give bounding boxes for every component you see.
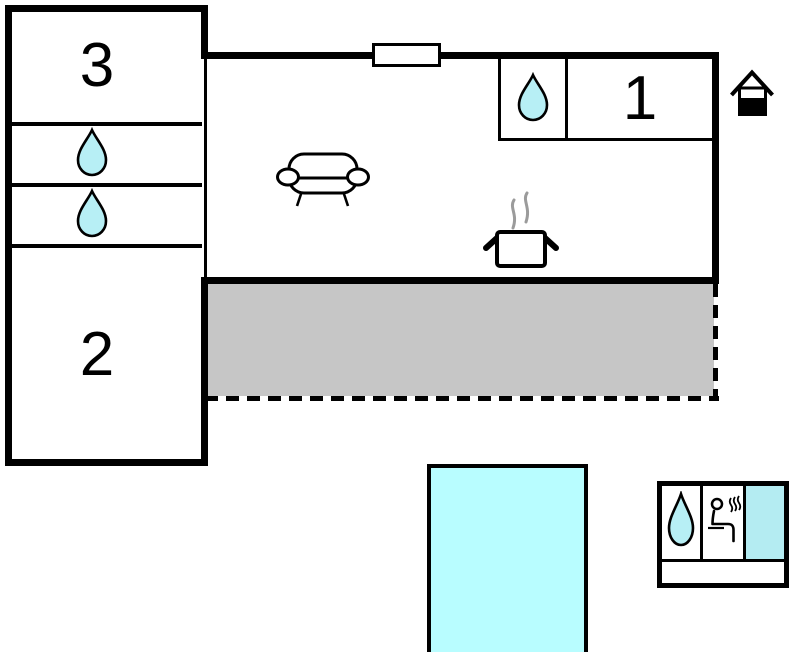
bathroom-1-water-drop-icon bbox=[75, 127, 109, 179]
spa-water-drop-icon bbox=[666, 491, 696, 549]
window bbox=[372, 43, 441, 67]
left-wing-right-wall-top bbox=[201, 5, 208, 59]
sauna-steam-line bbox=[728, 497, 734, 513]
divider-bath-room2 bbox=[12, 244, 202, 248]
spa-pool-cell bbox=[746, 486, 784, 559]
swimming-pool bbox=[427, 464, 588, 652]
sauna-icon bbox=[706, 491, 742, 553]
room1-bathroom-water-drop-icon bbox=[516, 72, 550, 124]
spa-divider-1 bbox=[700, 486, 703, 559]
sauna-steam-line bbox=[736, 495, 742, 511]
terrace-dashed-right-edge bbox=[713, 284, 718, 401]
sauna-steam-line bbox=[732, 496, 738, 512]
left-wing-outline bbox=[5, 5, 208, 466]
spa-horizontal-divider bbox=[662, 559, 784, 562]
room1-bottom-wall bbox=[498, 138, 715, 141]
terrace-dashed-bottom-edge bbox=[205, 396, 719, 401]
left-wing-right-wall-middle bbox=[204, 59, 207, 277]
living-room-top-wall bbox=[201, 52, 719, 59]
sofa-icon bbox=[276, 151, 370, 209]
room1-bath-divider bbox=[565, 59, 568, 141]
living-room-bottom-wall bbox=[201, 277, 719, 284]
divider-room3-bath bbox=[12, 122, 202, 126]
room-1-label: 1 bbox=[622, 64, 658, 133]
terrace bbox=[208, 284, 714, 396]
steam-line bbox=[523, 191, 530, 224]
left-wing-right-wall-bottom bbox=[201, 277, 208, 466]
stove-pot-icon bbox=[482, 188, 560, 270]
spa-divider-2 bbox=[743, 486, 746, 559]
room1-bath-left-wall bbox=[498, 59, 501, 141]
room-3-label: 3 bbox=[79, 31, 115, 100]
steam-line bbox=[510, 198, 517, 230]
living-room-right-wall bbox=[712, 52, 719, 284]
room-2-label: 2 bbox=[79, 319, 115, 389]
divider-bath-bath bbox=[12, 183, 202, 187]
entrance-icon bbox=[729, 69, 775, 117]
bathroom-2-water-drop-icon bbox=[75, 188, 109, 240]
